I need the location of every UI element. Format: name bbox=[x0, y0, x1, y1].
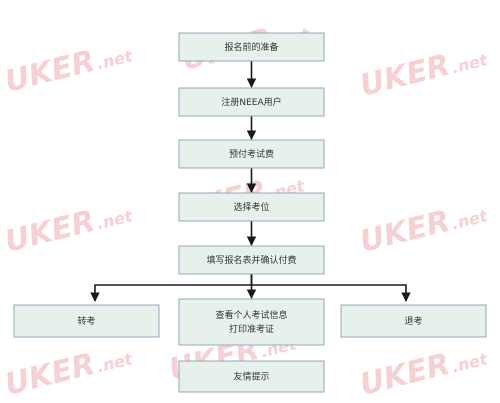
arrow-n5-to-n6 bbox=[90, 274, 253, 302]
step-choose-seat-label: 选择考位 bbox=[233, 201, 269, 213]
step-pre-registration-prep-box bbox=[178, 32, 325, 62]
step-transfer-exam-box bbox=[13, 304, 160, 338]
watermark-text: UKER.net bbox=[356, 38, 491, 104]
step-view-info-print-ticket-box bbox=[178, 298, 325, 346]
step-register-neea-user-label: 注册NEEA用户 bbox=[221, 96, 281, 108]
arrow-n5-to-n8 bbox=[250, 274, 411, 302]
step-withdraw-exam: 退考 bbox=[340, 304, 487, 338]
step-prepay-exam-fee-box bbox=[178, 139, 325, 169]
watermark-text: UKER.net bbox=[356, 337, 491, 403]
step-view-info-print-ticket-label: 查看个人考试信息 bbox=[215, 309, 287, 321]
step-fill-form-confirm-payment-label: 填写报名表并确认付费 bbox=[206, 254, 296, 266]
step-fill-form-confirm-payment: 填写报名表并确认付费 bbox=[178, 245, 325, 275]
watermark-text: UKER.net bbox=[1, 337, 136, 403]
watermark-text: UKER.net bbox=[1, 34, 136, 100]
step-transfer-exam-label: 转考 bbox=[77, 315, 95, 327]
step-withdraw-exam-label: 退考 bbox=[404, 316, 422, 327]
step-friendly-tips: 友情提示 bbox=[178, 360, 325, 393]
step-prepay-exam-fee: 预付考试费 bbox=[178, 139, 325, 169]
step-choose-seat: 选择考位 bbox=[178, 192, 325, 222]
step-fill-form-confirm-payment-box bbox=[178, 245, 325, 275]
step-choose-seat-box bbox=[178, 192, 325, 222]
watermark-text: UKER.net bbox=[356, 194, 491, 260]
step-register-neea-user: 注册NEEA用户 bbox=[178, 87, 325, 117]
watermark-text: UKER.net bbox=[1, 194, 136, 260]
step-pre-registration-prep: 报名前的准备 bbox=[178, 32, 325, 62]
step-register-neea-user-box bbox=[178, 87, 325, 117]
step-withdraw-exam-box bbox=[340, 304, 487, 338]
step-prepay-exam-fee-label: 预付考试费 bbox=[229, 148, 274, 160]
flow-arrows bbox=[90, 61, 411, 302]
step-pre-registration-prep-label: 报名前的准备 bbox=[224, 41, 278, 53]
step-transfer-exam: 转考 bbox=[13, 304, 160, 338]
step-view-info-print-ticket-label: 打印准考证 bbox=[229, 323, 274, 335]
step-friendly-tips-box bbox=[178, 360, 325, 393]
step-friendly-tips-label: 友情提示 bbox=[233, 371, 269, 383]
